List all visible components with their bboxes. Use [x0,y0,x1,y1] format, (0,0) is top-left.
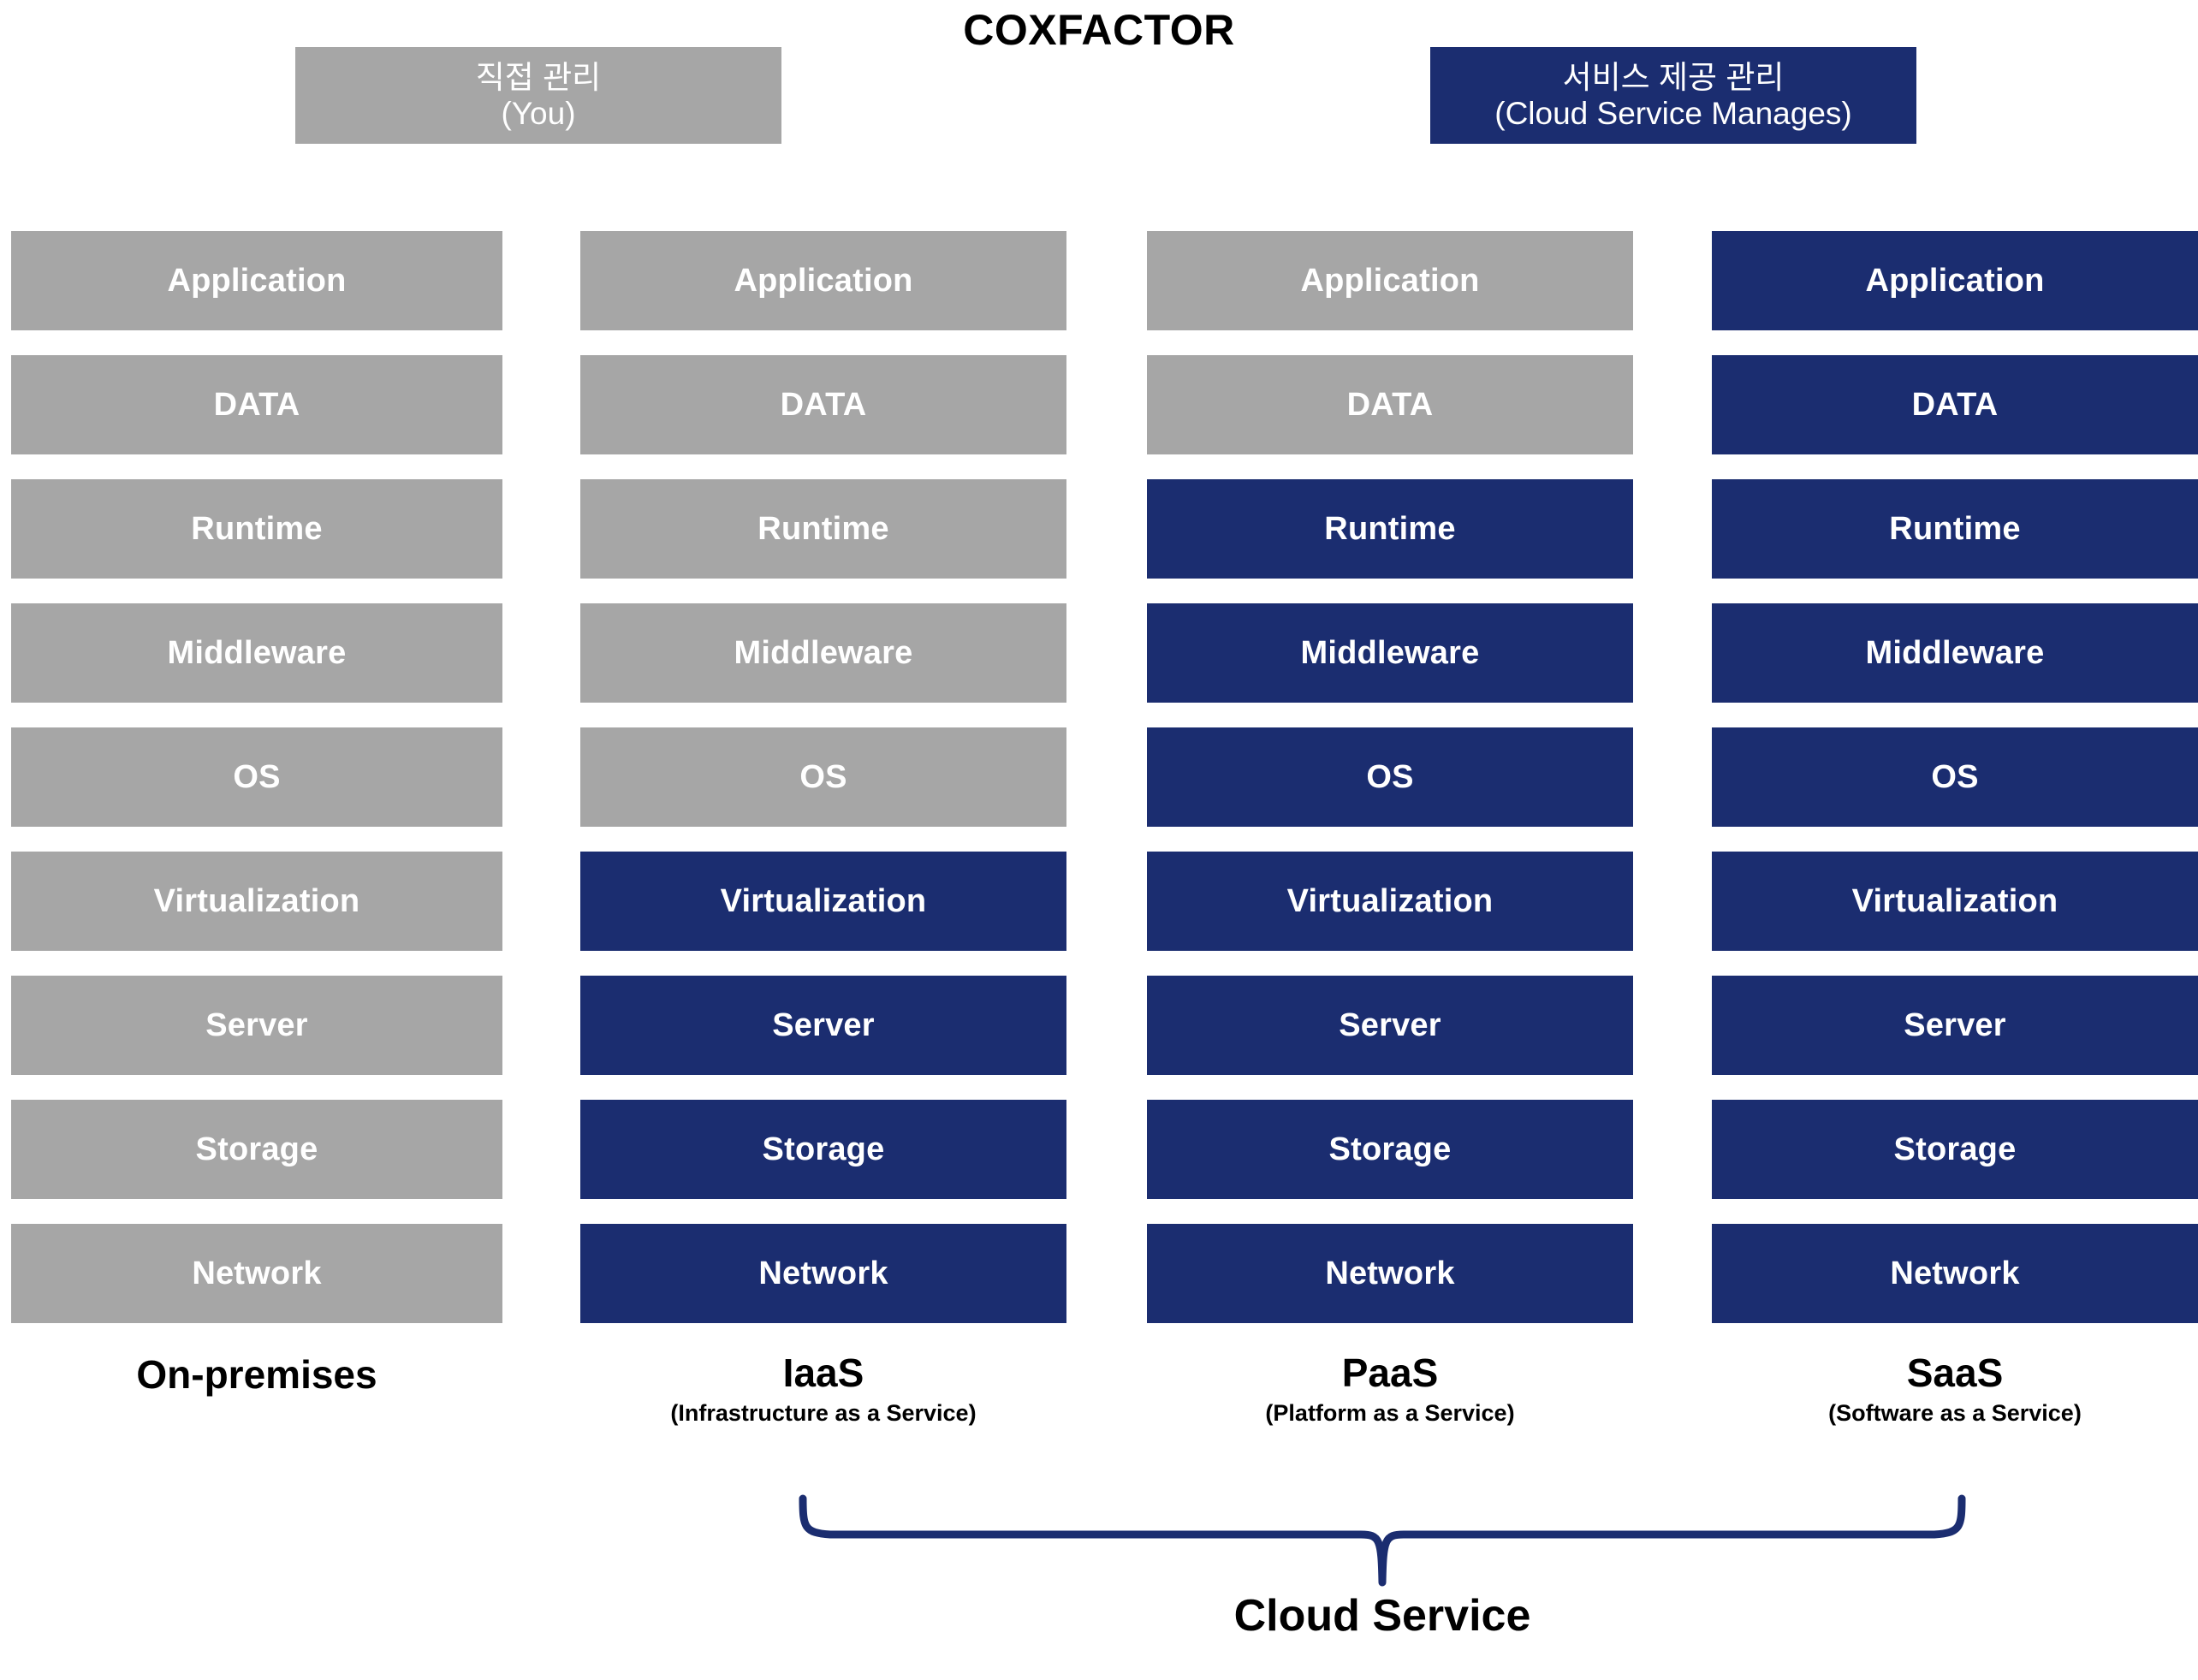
layer-iaas-application: Application [580,231,1066,330]
column-caption-on-premises: On-premises [11,1352,502,1401]
column-caption-sub: (Platform as a Service) [1265,1399,1515,1426]
legend-vendor-managed: 서비스 제공 관리 (Cloud Service Manages) [1430,47,1916,144]
layer-on-premises-application: Application [11,231,502,330]
layer-on-premises-network: Network [11,1224,502,1323]
layer-iaas-server: Server [580,976,1066,1075]
layer-iaas-storage: Storage [580,1100,1066,1199]
layer-paas-data: DATA [1147,355,1633,454]
column-caption-main: IaaS [782,1351,864,1395]
column-caption-saas: SaaS (Software as a Service) [1712,1351,2198,1428]
layer-iaas-os: OS [580,727,1066,827]
column-caption-main: SaaS [1906,1351,2004,1395]
layer-saas-virtualization: Virtualization [1712,852,2198,951]
layer-iaas-runtime: Runtime [580,479,1066,579]
layer-on-premises-data: DATA [11,355,502,454]
layer-paas-application: Application [1147,231,1633,330]
layer-on-premises-storage: Storage [11,1100,502,1199]
layer-paas-os: OS [1147,727,1633,827]
column-caption-main: PaaS [1341,1351,1439,1395]
layer-paas-runtime: Runtime [1147,479,1633,579]
cloud-service-label: Cloud Service [1233,1591,1531,1641]
layer-saas-storage: Storage [1712,1100,2198,1199]
layer-saas-data: DATA [1712,355,2198,454]
legend-self-managed-line1: 직접 관리 [475,60,602,96]
layer-iaas-middleware: Middleware [580,603,1066,703]
layer-saas-os: OS [1712,727,2198,827]
layer-paas-server: Server [1147,976,1633,1075]
legend-vendor-managed-line2: (Cloud Service Manages) [1494,95,1852,131]
layer-on-premises-virtualization: Virtualization [11,852,502,951]
column-caption-main: On-premises [136,1352,377,1397]
layer-paas-middleware: Middleware [1147,603,1633,703]
column-caption-iaas: IaaS (Infrastructure as a Service) [580,1351,1066,1428]
layer-saas-network: Network [1712,1224,2198,1323]
page-title: COXFACTOR [963,6,1235,54]
cloud-service-brace [796,1493,1969,1588]
column-caption-sub: (Infrastructure as a Service) [670,1399,977,1426]
legend-self-managed-line2: (You) [501,95,576,131]
layer-saas-middleware: Middleware [1712,603,2198,703]
layer-paas-storage: Storage [1147,1100,1633,1199]
legend-self-managed: 직접 관리 (You) [295,47,781,144]
layer-on-premises-middleware: Middleware [11,603,502,703]
layer-on-premises-server: Server [11,976,502,1075]
column-caption-sub: (Software as a Service) [1828,1399,2082,1426]
layer-paas-network: Network [1147,1224,1633,1323]
layer-iaas-virtualization: Virtualization [580,852,1066,951]
layer-on-premises-runtime: Runtime [11,479,502,579]
layer-saas-application: Application [1712,231,2198,330]
layer-saas-runtime: Runtime [1712,479,2198,579]
layer-iaas-network: Network [580,1224,1066,1323]
layer-saas-server: Server [1712,976,2198,1075]
legend-vendor-managed-line1: 서비스 제공 관리 [1562,60,1785,96]
layer-on-premises-os: OS [11,727,502,827]
layer-iaas-data: DATA [580,355,1066,454]
column-caption-paas: PaaS (Platform as a Service) [1147,1351,1633,1428]
layer-paas-virtualization: Virtualization [1147,852,1633,951]
